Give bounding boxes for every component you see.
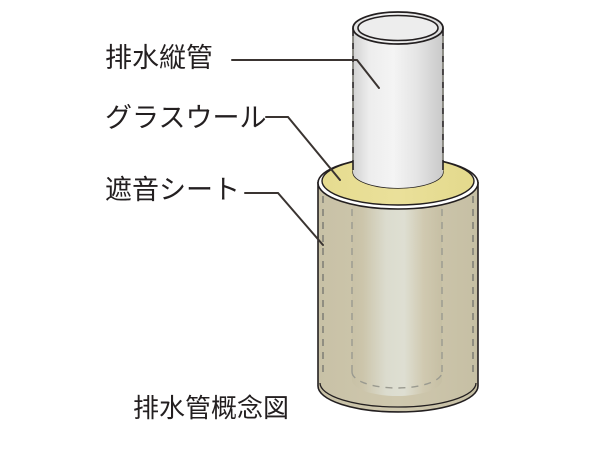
label-drain-pipe: 排水縦管	[105, 43, 213, 74]
sheet-hidden-edges	[322, 196, 474, 378]
figure-caption: 排水管概念図	[133, 394, 290, 424]
leader-drain-pipe	[231, 59, 380, 89]
leader-glass-wool	[265, 116, 341, 181]
label-sound-insulation-sheet: 遮音シート	[105, 175, 240, 206]
label-glass-wool: グラスウール	[105, 103, 267, 134]
inner-vertical-pipe	[352, 11, 444, 188]
leader-sound-sheet	[244, 192, 324, 246]
leader-lines	[231, 59, 380, 246]
outer-sheet-cylinder	[317, 182, 479, 413]
core-hidden-edges	[351, 196, 443, 372]
